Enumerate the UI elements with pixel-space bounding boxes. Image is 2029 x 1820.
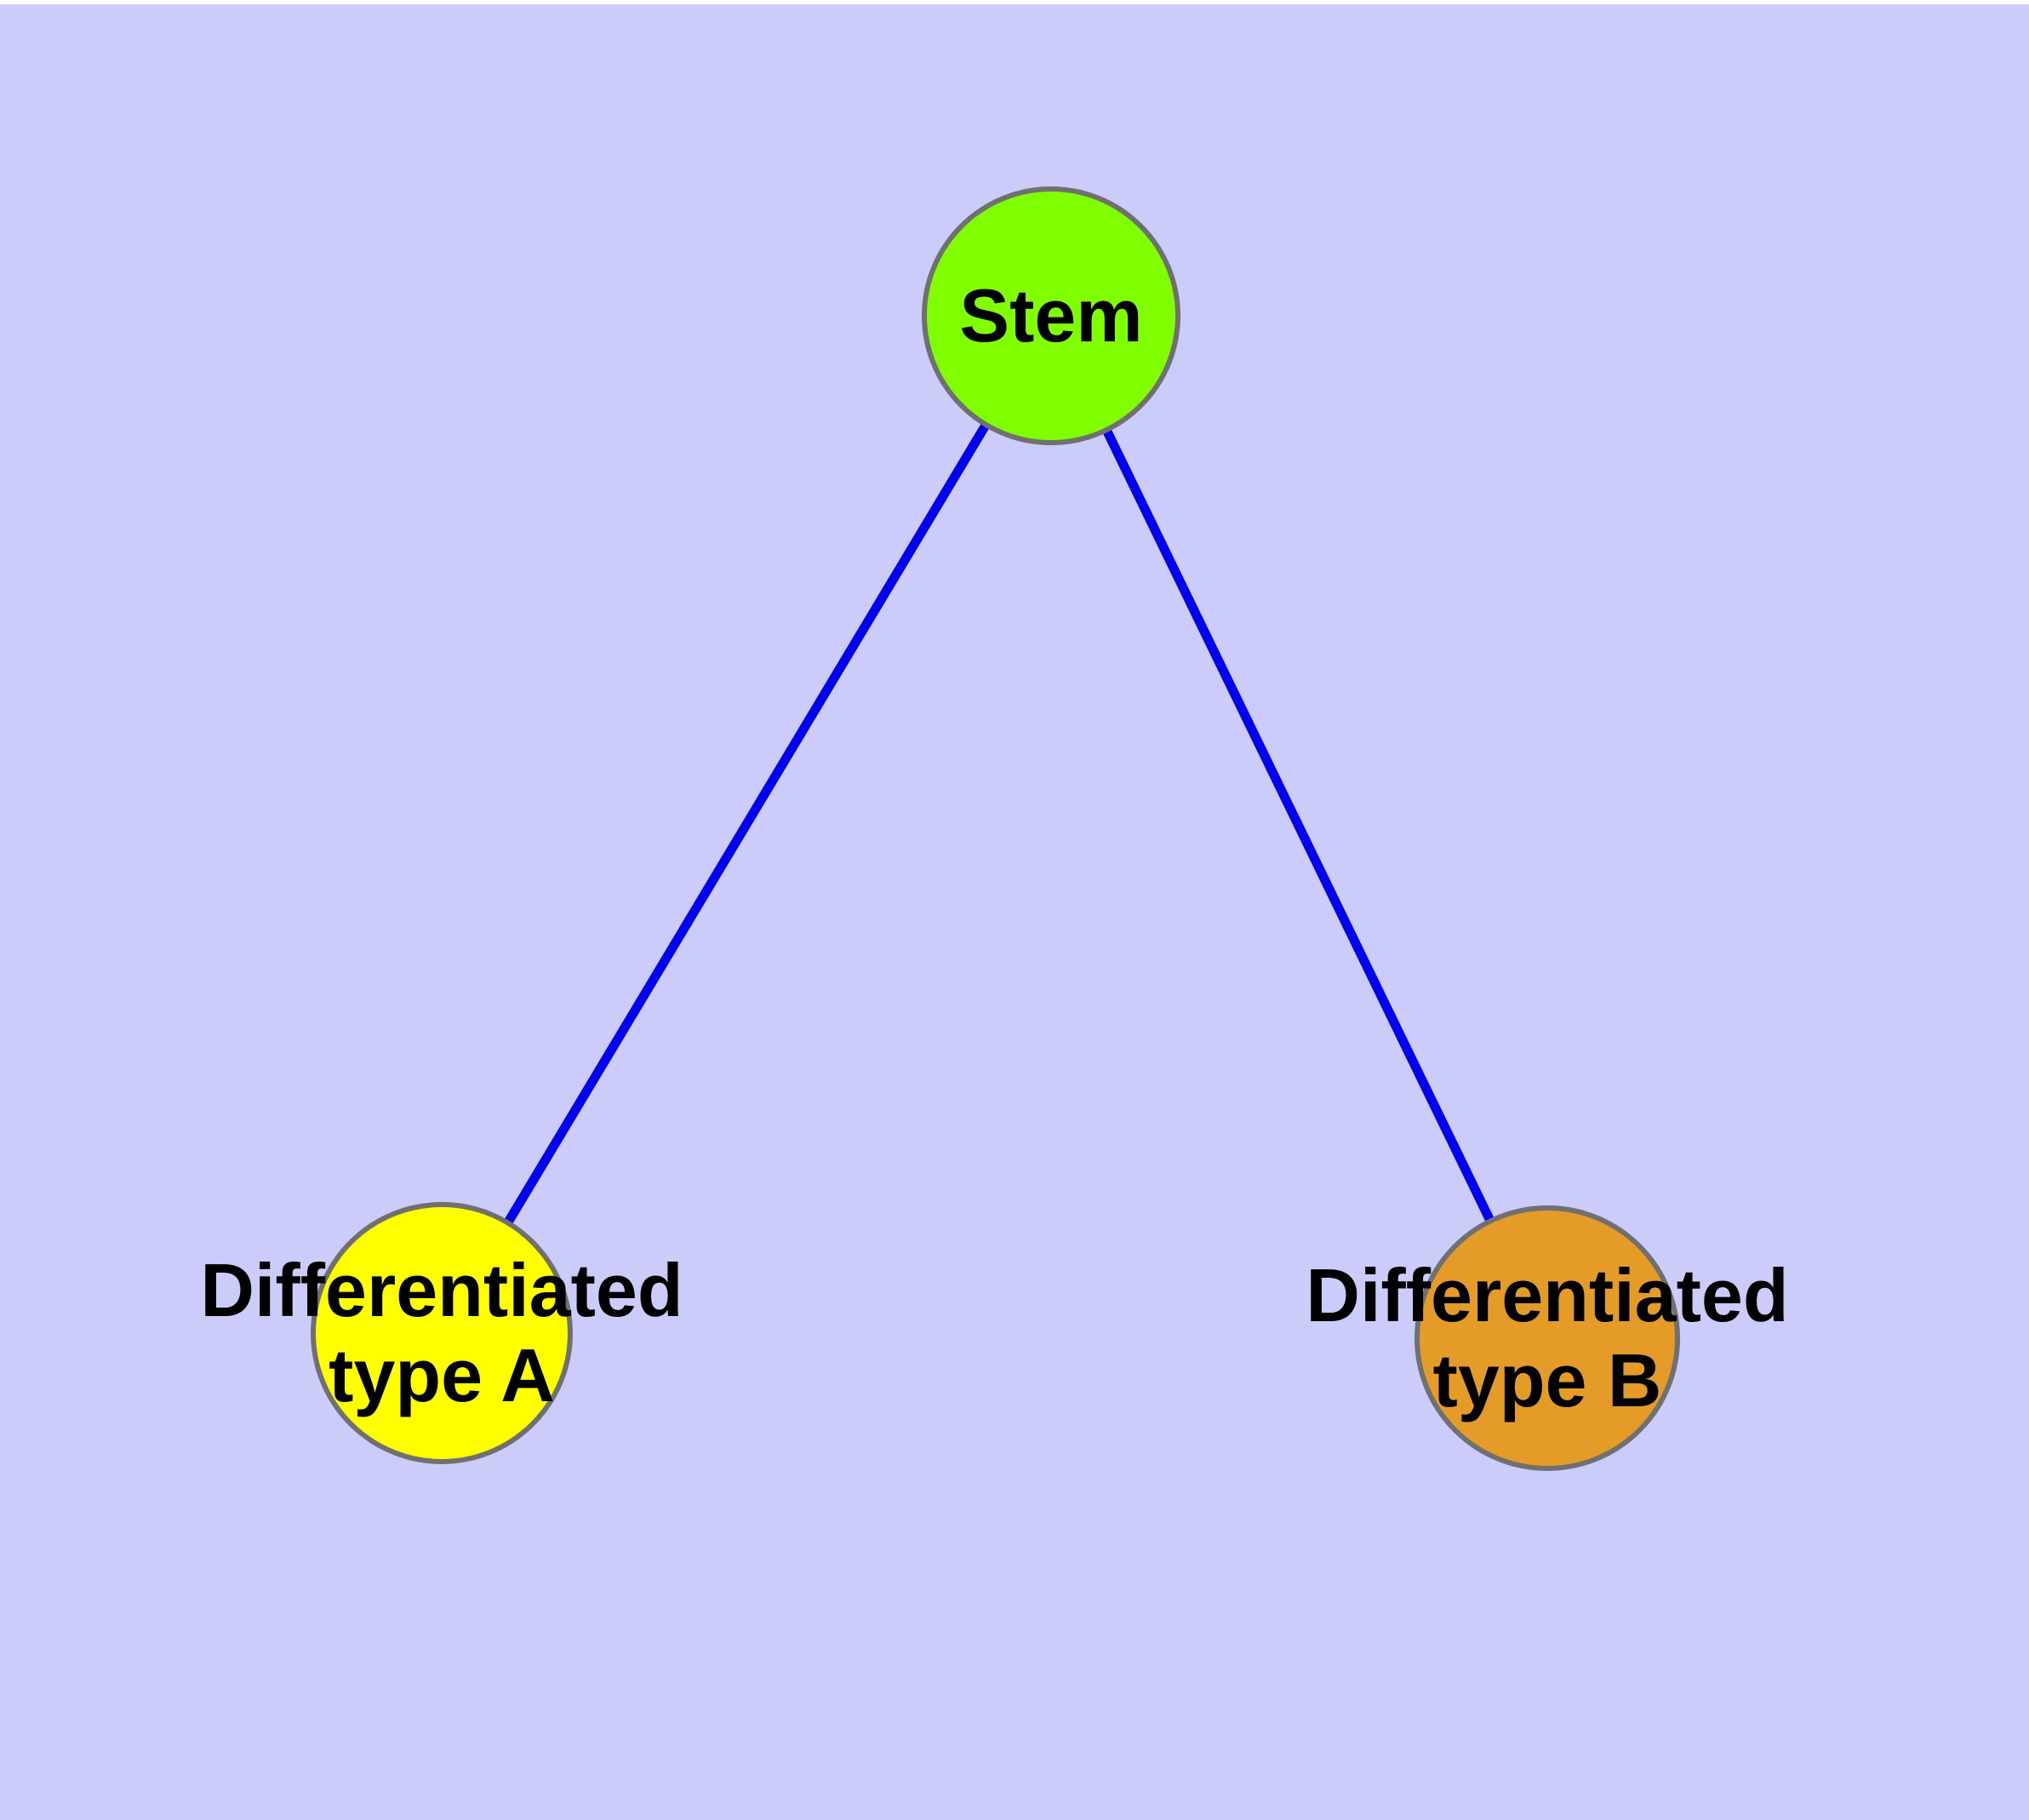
label-layer: Stem Differentiated type A Differentiate… xyxy=(200,273,1788,1422)
node-label-differentiated-type-a-line2: type A xyxy=(329,1333,555,1417)
edge-layer xyxy=(503,421,1495,1226)
node-layer xyxy=(311,186,1680,1471)
node-differentiated-type-b[interactable] xyxy=(1415,1205,1680,1471)
node-label-stem: Stem xyxy=(959,273,1142,358)
node-label-differentiated-type-b-line1: Differentiated xyxy=(1306,1253,1788,1337)
node-stem[interactable] xyxy=(922,186,1180,445)
node-label-differentiated-type-b-line2: type B xyxy=(1433,1338,1662,1422)
node-label-differentiated-type-a-line1: Differentiated xyxy=(200,1248,683,1332)
edge-stem-to-differentiated-type-a[interactable] xyxy=(503,421,991,1226)
node-differentiated-type-a[interactable] xyxy=(311,1202,573,1464)
edge-stem-to-differentiated-type-b[interactable] xyxy=(1102,427,1495,1223)
